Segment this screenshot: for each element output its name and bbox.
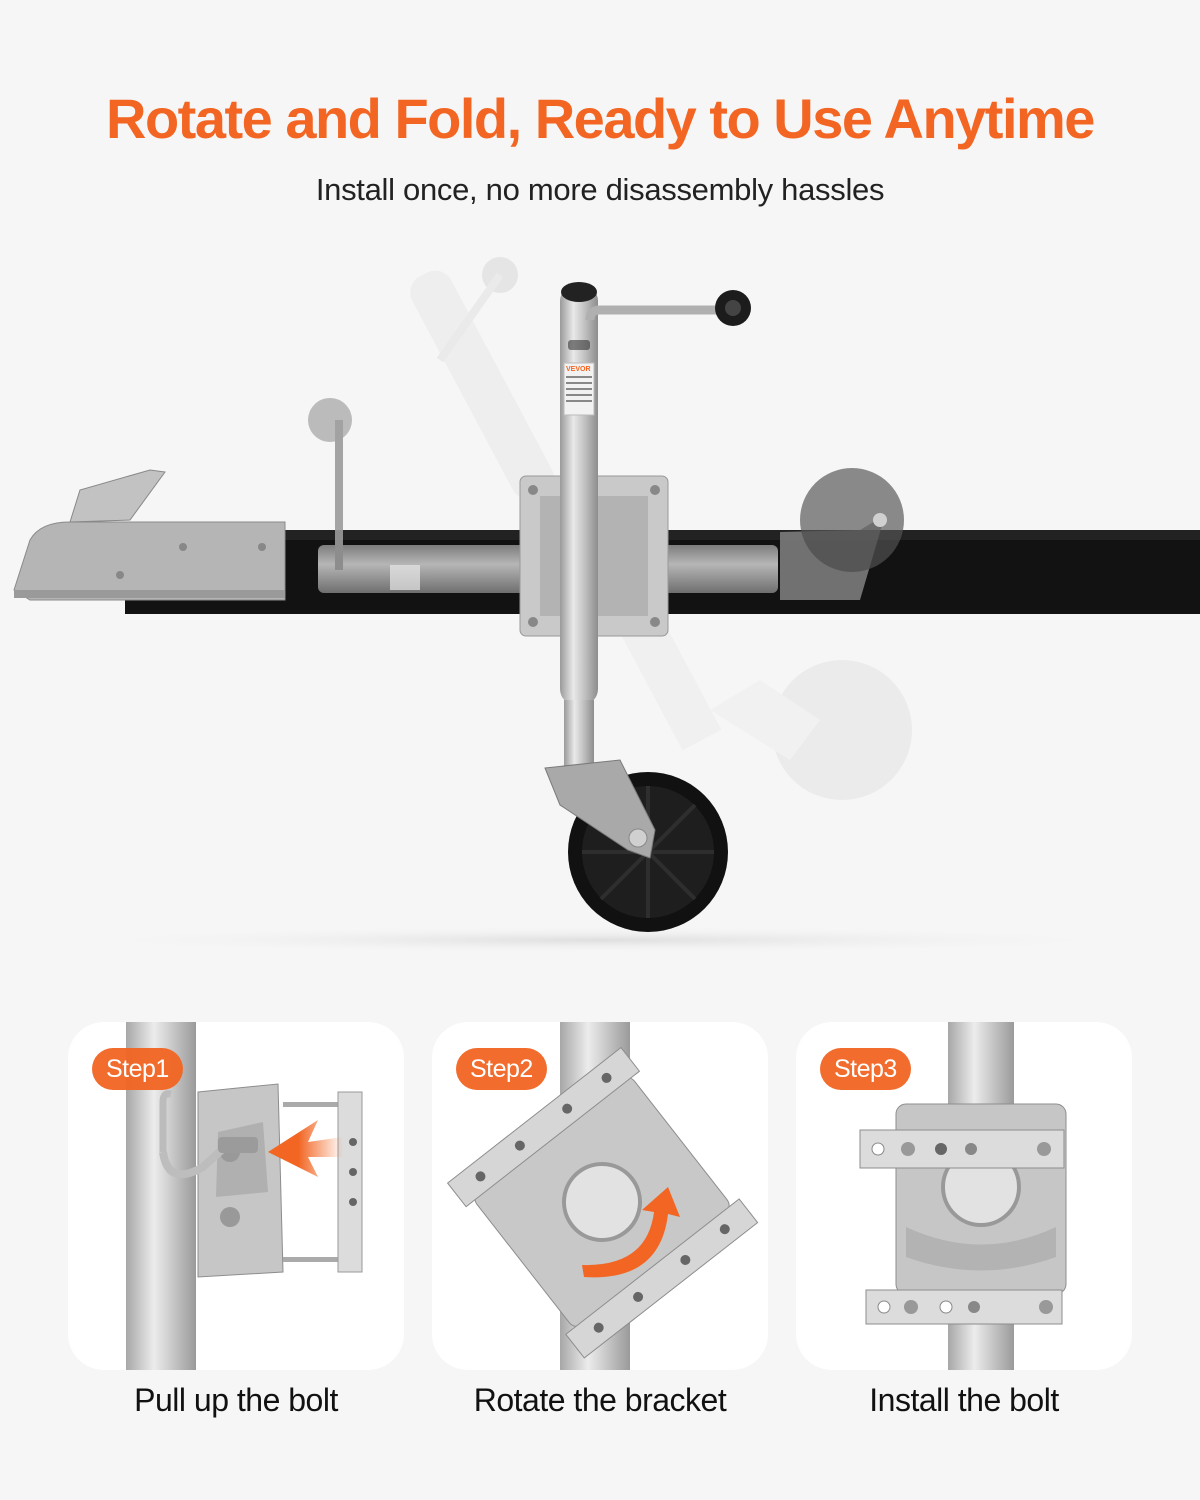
step-card-2: Step2	[432, 1022, 768, 1370]
step-caption: Pull up the bolt	[134, 1382, 338, 1418]
bolt-install-icon	[859, 1022, 1067, 1370]
step-card-1: Step1	[68, 1022, 404, 1370]
brand-label: VEVOR	[566, 366, 591, 373]
step-badge: Step3	[820, 1048, 911, 1090]
hero-product-illustration: VEVOR	[0, 240, 1200, 980]
step-card-3: Step3	[796, 1022, 1132, 1370]
page-subtitle: Install once, no more disassembly hassle…	[315, 172, 885, 207]
step-caption: Rotate the bracket	[473, 1382, 727, 1418]
step-caption: Install the bolt	[869, 1382, 1059, 1418]
page-title: Rotate and Fold, Ready to Use Anytime	[106, 87, 1095, 150]
trailer-jack-icon: VEVOR	[13, 257, 1200, 954]
step-badge: Step2	[456, 1048, 547, 1090]
step-badge: Step1	[92, 1048, 183, 1090]
bracket-rotate-icon	[446, 1022, 759, 1370]
